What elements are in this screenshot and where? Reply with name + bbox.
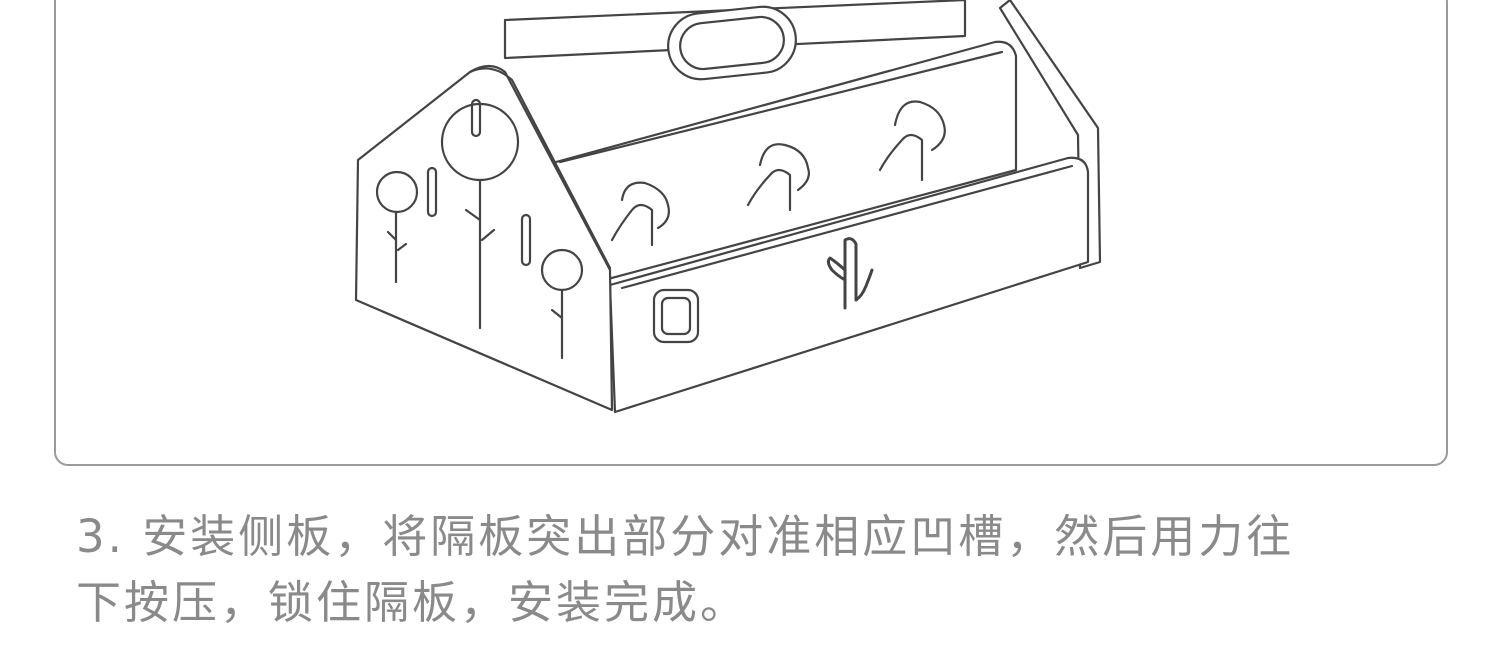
assembly-step-caption: 3. 安装侧板，将隔板突出部分对准相应凹槽，然后用力往 下按压，锁住隔板，安装完… bbox=[76, 504, 1456, 636]
side-tree-cutouts bbox=[375, 98, 584, 360]
caption-line-1: 3. 安装侧板，将隔板突出部分对准相应凹槽，然后用力往 bbox=[76, 510, 1295, 563]
caption-line-2: 下按压，锁住隔板，安装完成。 bbox=[76, 576, 749, 629]
front-square-slot bbox=[652, 288, 700, 344]
front-panel bbox=[608, 156, 1090, 414]
front-cactus-cutout bbox=[826, 237, 874, 310]
middle-divider bbox=[543, 40, 1018, 297]
organizer-box-assembly-illustration bbox=[354, 0, 1102, 414]
divider-cactus-cutouts bbox=[610, 100, 946, 247]
right-side-panel bbox=[998, 0, 1102, 270]
handle-slot bbox=[667, 5, 797, 81]
